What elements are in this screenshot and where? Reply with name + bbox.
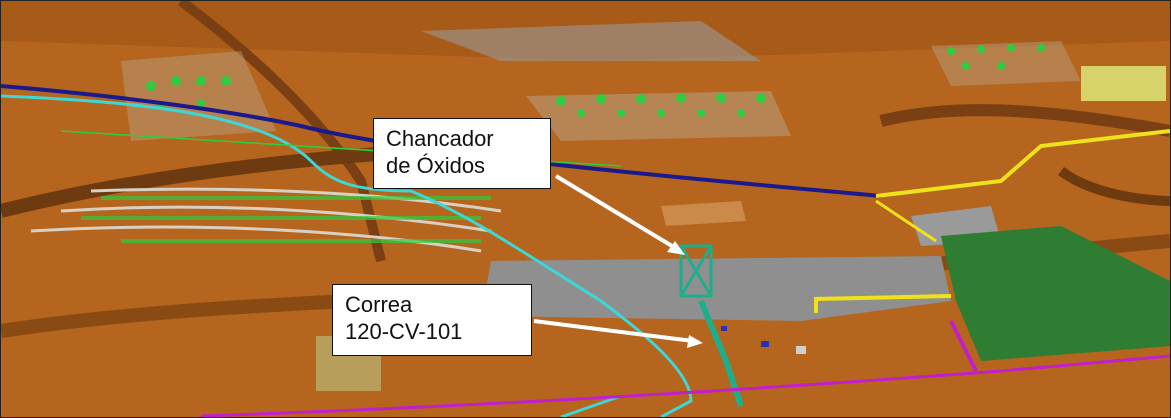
pad-upper-right-trees: [947, 44, 1045, 70]
arrow-correa-head: [687, 335, 703, 348]
haul-road-right: [879, 104, 1170, 137]
pipeline-yellow-lower: [814, 294, 952, 313]
haul-road-top: [177, 1, 386, 263]
pad-upper-right: [931, 41, 1081, 86]
pipeline-yellow: [875, 129, 1170, 198]
leach-pad-left: [30, 187, 502, 253]
pipeline-yellow-branch: [875, 199, 937, 243]
arrow-correa: [533, 319, 694, 343]
leach-pad-vegetation: [81, 196, 491, 243]
label-chancador-line2: de Óxidos: [386, 153, 486, 178]
conveyor-120-cv-101: [698, 299, 744, 407]
pipeline-magenta-right: [949, 320, 978, 372]
pad-upper-center-trees: [556, 93, 766, 117]
pipeline-navy: [1, 84, 882, 198]
yellow-block-top-right: [1081, 66, 1166, 101]
haul-road-left: [1, 144, 422, 218]
road-curve-right: [1058, 166, 1170, 206]
label-correa-line1: Correa: [345, 292, 413, 317]
arrow-chancador-head: [667, 241, 685, 255]
pipeline-cyan-lower: [560, 394, 622, 417]
label-chancador-de-oxidos: Chancador de Óxidos: [373, 118, 551, 189]
pipeline-magenta: [200, 354, 1170, 417]
crusher-structure: [679, 244, 713, 298]
pad-upper-left: [121, 51, 276, 141]
label-chancador-line1: Chancador: [386, 126, 494, 151]
green-stockpile: [941, 226, 1170, 361]
label-correa-120-cv-101: Correa 120-CV-101: [332, 284, 532, 356]
label-correa-line2: 120-CV-101: [345, 319, 463, 344]
gray-pad-top: [421, 21, 761, 61]
gray-pad: [481, 256, 951, 321]
plant-equipment: [721, 326, 806, 354]
arrow-chancador: [554, 174, 679, 251]
building-roof: [661, 201, 746, 226]
pipeline-cyan: [1, 94, 693, 417]
